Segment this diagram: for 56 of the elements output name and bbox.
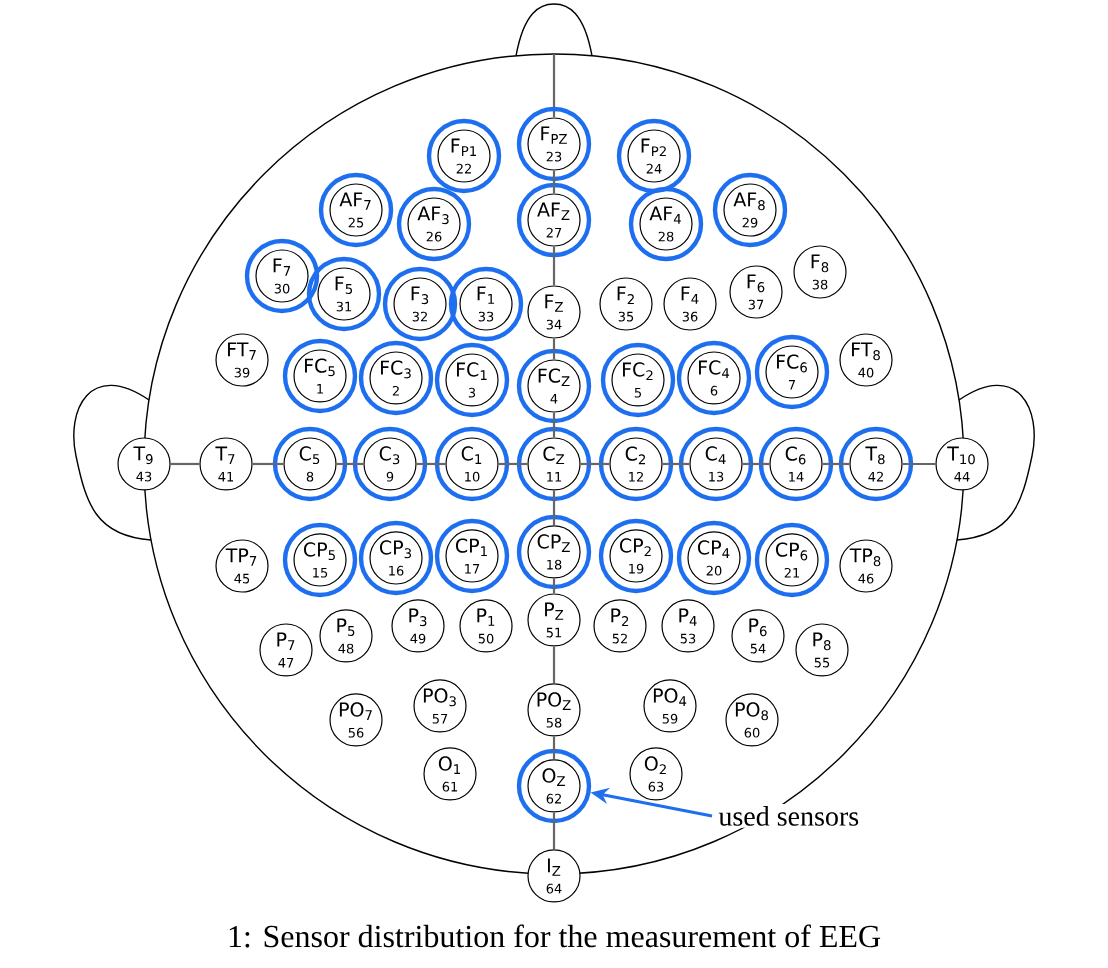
selection-ring [448, 266, 524, 342]
selection-ring [516, 748, 592, 824]
selection-ring [516, 426, 592, 502]
connector-line [170, 462, 200, 466]
selection-ring [754, 334, 830, 410]
selection-ring [358, 520, 434, 596]
connector-line [252, 462, 284, 466]
connector-line [336, 462, 364, 466]
selection-ring [838, 426, 914, 502]
connector-line [552, 170, 556, 194]
connector-line [498, 462, 528, 466]
selection-ring [282, 338, 358, 414]
connector-line [552, 490, 556, 526]
selection-ring [712, 172, 788, 248]
selection-ring [244, 238, 320, 314]
connector-line [552, 412, 556, 438]
connector-line [742, 462, 770, 466]
selection-ring [272, 426, 348, 502]
selection-ring [600, 342, 676, 418]
selection-ring [628, 186, 704, 262]
selection-ring [282, 522, 358, 598]
connector-line [552, 578, 556, 594]
selection-ring [754, 522, 830, 598]
connector-line [822, 462, 850, 466]
selection-ring [676, 520, 752, 596]
connector-line [552, 646, 556, 684]
connector-line [552, 812, 556, 850]
selection-ring [516, 348, 592, 424]
selection-ring [516, 514, 592, 590]
selection-ring [598, 518, 674, 594]
selection-ring [434, 518, 510, 594]
connector-line [416, 462, 446, 466]
selection-ring [396, 186, 472, 262]
selection-ring [676, 340, 752, 416]
caption: 1: Sensor distribution for the measurement of EEG [229, 924, 881, 948]
selection-ring [434, 426, 510, 502]
selection-ring [426, 118, 502, 194]
selection-ring [358, 340, 434, 416]
selection-ring [318, 172, 394, 248]
connector-line [552, 736, 556, 760]
selection-ring [516, 106, 592, 182]
selection-ring [516, 182, 592, 258]
selection-ring [434, 342, 510, 418]
selection-ring [352, 426, 428, 502]
connector-line [580, 462, 610, 466]
selection-ring [616, 118, 692, 194]
selection-ring [382, 266, 458, 342]
connector-line [552, 246, 556, 286]
selection-ring [598, 426, 674, 502]
annotation-text: used sensors [716, 804, 862, 828]
connector-line [552, 338, 556, 360]
connector-line [902, 462, 936, 466]
selection-ring [306, 256, 382, 332]
selection-ring [758, 426, 834, 502]
connector-line [662, 462, 690, 466]
selection-ring [678, 426, 754, 502]
